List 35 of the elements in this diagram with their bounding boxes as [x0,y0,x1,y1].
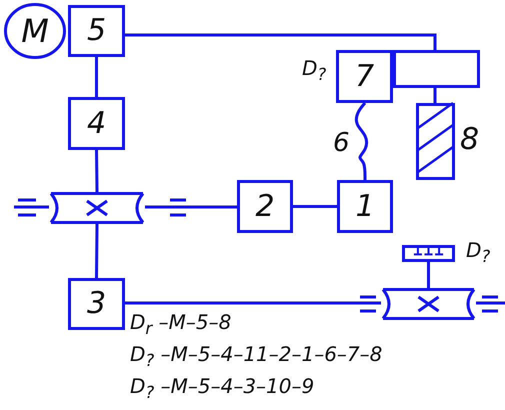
unit-number: 3 [86,289,106,319]
unit-box [336,50,393,103]
unit-number: 1 [355,192,375,222]
empty-box [402,245,455,262]
unit-box [337,180,393,233]
kinematic-chain-formula: D$_{?}$ –M–5–4–11–2–1–6–7–8 [130,344,382,370]
unit-number: 7 [354,62,374,92]
drive-label: D$_{?}$ [302,58,326,84]
connector-line [427,262,430,288]
part-number: 8 [460,125,480,155]
unit-box [68,5,125,57]
clutch-coupling [381,288,476,320]
drive-label: D$_{?}$ [466,240,490,266]
connector-line [95,150,98,192]
connector-line [145,206,237,208]
connector-line [293,205,337,208]
unit-box [68,97,125,150]
spring-connector [354,102,368,180]
kinematic-chain-formula: D$_{?}$ –M–5–4–3–10–9 [130,376,314,402]
unit-number: 5 [86,16,106,46]
unit-number: 4 [86,108,106,138]
motor-label: M [21,15,49,47]
connector-line [95,224,98,278]
motor-circle [4,3,66,59]
connector-line [125,34,436,50]
empty-box [393,50,480,88]
unit-box [237,180,293,233]
clutch-coupling [49,192,145,224]
unit-box [68,278,125,330]
connector-line [434,88,436,103]
hatched-bar [416,103,455,180]
unit-number: 2 [255,192,275,222]
connector-line [125,302,381,304]
connector-line [95,57,98,97]
kinematic-chain-formula: D$_{r}$ –M–5–8 [130,312,232,338]
